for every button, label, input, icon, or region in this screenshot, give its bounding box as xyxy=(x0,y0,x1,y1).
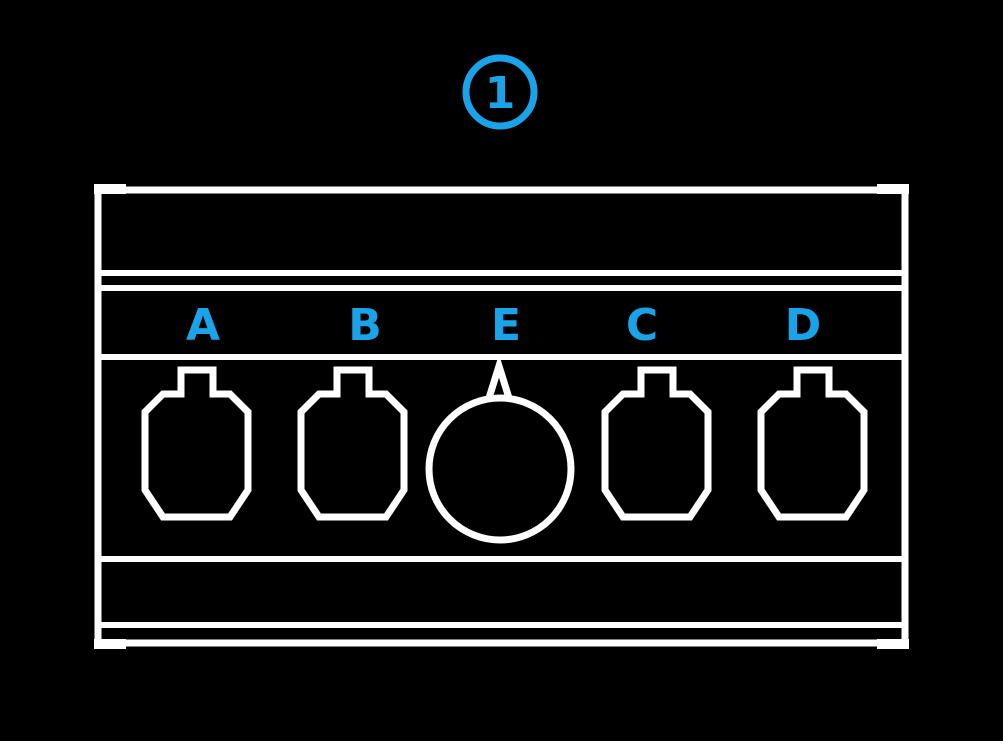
corner-tab-top-left xyxy=(94,184,126,194)
step-circle xyxy=(462,54,538,130)
port-label-a: A xyxy=(186,300,220,351)
port-labels: A B E C D xyxy=(186,300,821,351)
step-indicator: 1 xyxy=(462,54,538,130)
port-b-connector[interactable] xyxy=(297,366,408,521)
port-label-d: D xyxy=(785,300,822,351)
corner-tab-bottom-right xyxy=(877,639,909,649)
panel-frame xyxy=(94,186,909,647)
device-panel xyxy=(94,184,909,649)
port-c-connector[interactable] xyxy=(601,366,712,521)
port-e-connector[interactable] xyxy=(425,354,575,544)
port-e-notch xyxy=(485,354,513,400)
port-e-ring xyxy=(425,394,575,544)
port-d-connector[interactable] xyxy=(757,366,868,521)
corner-tab-bottom-left xyxy=(94,639,126,649)
port-a-connector[interactable] xyxy=(141,366,252,521)
corner-tab-top-right xyxy=(877,184,909,194)
step-number: 1 xyxy=(485,68,516,119)
ports xyxy=(141,354,868,544)
port-label-e: E xyxy=(491,300,521,351)
port-label-b: B xyxy=(348,300,382,351)
port-label-c: C xyxy=(626,300,658,351)
